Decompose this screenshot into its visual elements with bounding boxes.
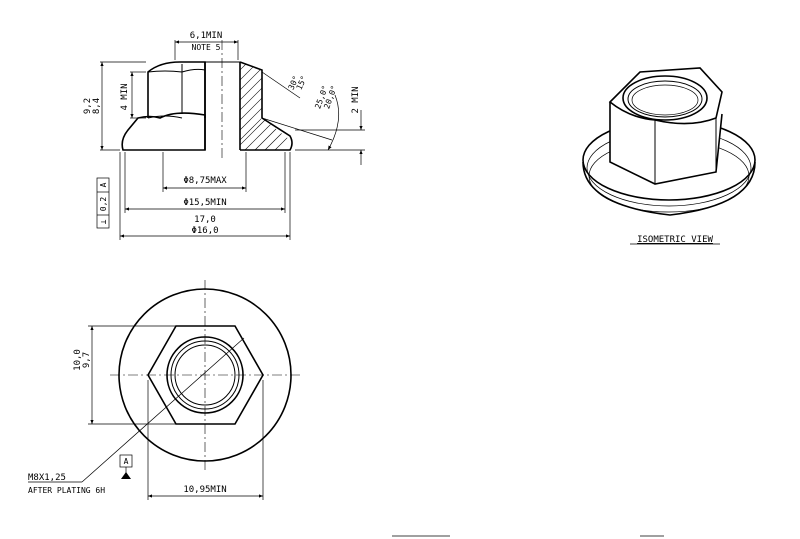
washer-inner <box>174 344 236 406</box>
arc-25 <box>327 94 340 151</box>
side-section-view: 6,1MIN NOTE 5 4 MIN 9,2 8,4 30° 15° 25,0… <box>83 31 365 240</box>
dim-170-text: 17,0 <box>194 215 216 225</box>
dim-611-text: 6,1MIN <box>190 31 223 41</box>
thread-text: M8X1,25 <box>28 473 66 483</box>
tol-val-text: 0,2 <box>99 197 108 212</box>
thread-leader <box>81 337 245 483</box>
iso-washer-outer <box>622 75 708 121</box>
section-outline <box>239 61 263 118</box>
hatch-area-2 <box>240 118 290 150</box>
hex-bottom <box>147 115 183 119</box>
tol-perp-text: ⊥ <box>99 219 108 224</box>
hex-chamfer <box>147 68 206 73</box>
isometric-view: ISOMETRIC VIEW <box>582 67 756 245</box>
flange-outline <box>121 112 206 151</box>
dia-160-text: Φ16,0 <box>191 226 218 236</box>
dim-84-text: 8,4 <box>92 98 102 114</box>
top-view: 10,0 9,7 M8X1,25 AFTER PLATING 6H A 10,9… <box>28 280 300 500</box>
dim-97-text: 9,7 <box>82 352 92 368</box>
hatch-area-1 <box>240 62 262 150</box>
iso-washer-inner <box>627 80 703 118</box>
dia-155-text: Φ15,5MIN <box>183 198 226 208</box>
hex-body <box>147 61 206 118</box>
ext-angle <box>261 117 333 141</box>
plating-text: AFTER PLATING 6H <box>28 486 105 495</box>
iso-label: ISOMETRIC VIEW <box>637 235 713 245</box>
datum-triangle <box>121 472 131 479</box>
datum-a-text: A <box>124 457 129 466</box>
flange-right <box>240 117 293 151</box>
leader-30 <box>261 71 301 99</box>
dim-92-text: 9,2 <box>83 98 93 114</box>
note5-text: NOTE 5 <box>192 43 221 52</box>
dim-4min-text: 4 MIN <box>120 83 130 110</box>
dim-2min-text: 2 MIN <box>351 86 361 113</box>
iso-hex-top <box>608 67 723 125</box>
dim-100-text: 10,0 <box>73 349 83 371</box>
dia-875-text: Φ8,75MAX <box>183 176 227 186</box>
tol-ref-text: A <box>99 182 108 187</box>
iso-washer-core <box>631 84 699 116</box>
tolerance-frame <box>96 177 110 229</box>
dim-1095-text: 10,95MIN <box>183 485 226 495</box>
